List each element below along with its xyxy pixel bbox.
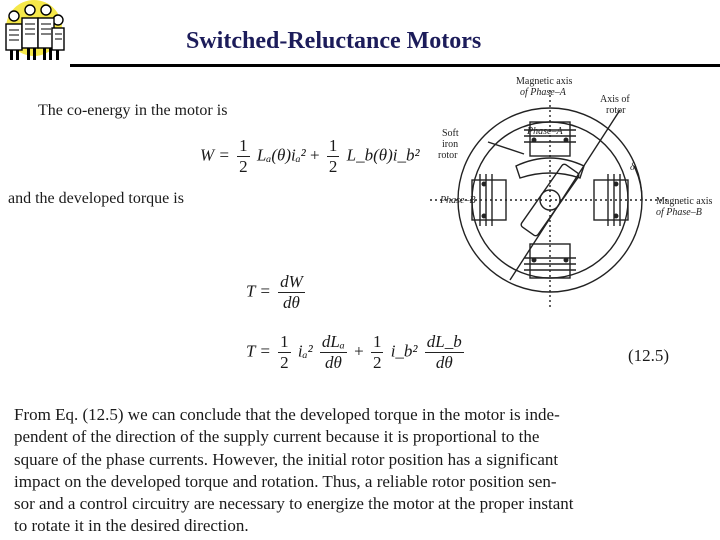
label-soft-iron-1: Soft	[442, 128, 459, 139]
pole-bottom	[529, 243, 571, 279]
coil-phase-b-right	[607, 174, 621, 226]
torque-half-b: 1 2	[370, 332, 384, 372]
soft-iron-leader	[487, 141, 525, 155]
torque-intro-text: and the developed torque is	[8, 190, 184, 207]
paragraph-line: to rotate it in the desired direction.	[14, 516, 249, 536]
torque-definition-equation: T = dW dθ	[246, 272, 308, 313]
axis-rotor-line	[509, 109, 621, 281]
label-phase-a: Phase–A	[526, 126, 563, 137]
torque-ib-squared: i_b²	[390, 341, 418, 361]
coenergy-half-b: 1 2	[326, 136, 340, 176]
torque-plus: +	[354, 341, 364, 361]
paragraph-line: From Eq. (12.5) we can conclude that the…	[14, 405, 560, 424]
label-phase-b: Phase–B	[439, 195, 476, 206]
coenergy-lhs: W =	[200, 145, 230, 165]
equation-number: (12.5)	[628, 346, 670, 365]
page-title: Switched-Reluctance Motors	[186, 28, 482, 54]
coenergy-intro-text: The co-energy in the motor is	[38, 102, 228, 119]
torque-def-lhs: T =	[246, 281, 271, 301]
logo-icon	[0, 0, 72, 64]
torque-half-a: 1 2	[278, 332, 291, 372]
coenergy-term-a: Lₐ(θ)iₐ²	[256, 145, 306, 165]
rotor-shape	[515, 157, 585, 179]
label-axis-of-rotor-1: Axis of	[600, 94, 630, 105]
paragraph-line: impact on the developed torque and rotat…	[14, 471, 557, 491]
paragraph-line: sor and a control circuitry are necessar…	[14, 494, 574, 514]
label-magnetic-axis-b-2: of Phase–B	[656, 207, 702, 218]
label-magnetic-axis-a-2: of Phase–A	[520, 87, 567, 98]
torque-dlb-fraction: dL_b dθ	[424, 332, 464, 372]
label-axis-of-rotor-2: rotor	[606, 105, 626, 116]
paragraph-line: pendent of the direction of the supply c…	[14, 427, 540, 447]
coenergy-term-b: L_b(θ)i_b²	[346, 145, 420, 165]
label-soft-iron-3: rotor	[438, 150, 458, 161]
torque-lhs: T =	[246, 341, 271, 361]
torque-equation: T = 1 2 iₐ² dLₐ dθ + 1 2 i_b² dL_b dθ	[246, 332, 467, 373]
label-soft-iron-2: iron	[442, 139, 458, 150]
label-magnetic-axis-a-1: Magnetic axis	[516, 76, 572, 87]
delta-arc	[633, 165, 643, 201]
conclusion-paragraph: From Eq. (12.5) we can conclude that the…	[14, 404, 678, 538]
pole-right	[593, 179, 629, 221]
coenergy-plus: +	[310, 145, 320, 165]
coenergy-equation: W = 1 2 Lₐ(θ)iₐ² + 1 2 L_b(θ)i_b²	[200, 136, 420, 177]
coenergy-half-a: 1 2	[237, 136, 250, 176]
label-magnetic-axis-b-1: Magnetic axis	[656, 196, 712, 207]
title-divider	[70, 64, 720, 67]
torque-dla-fraction: dLₐ dθ	[319, 332, 347, 372]
srm-diagram: Magnetic axis of Phase–A Axis of rotor S…	[430, 76, 712, 310]
label-delta: δ	[630, 162, 635, 173]
torque-def-fraction: dW dθ	[278, 272, 305, 312]
torque-ia-squared: iₐ²	[297, 341, 313, 361]
paragraph-line: square of the phase currents. However, t…	[14, 449, 559, 469]
